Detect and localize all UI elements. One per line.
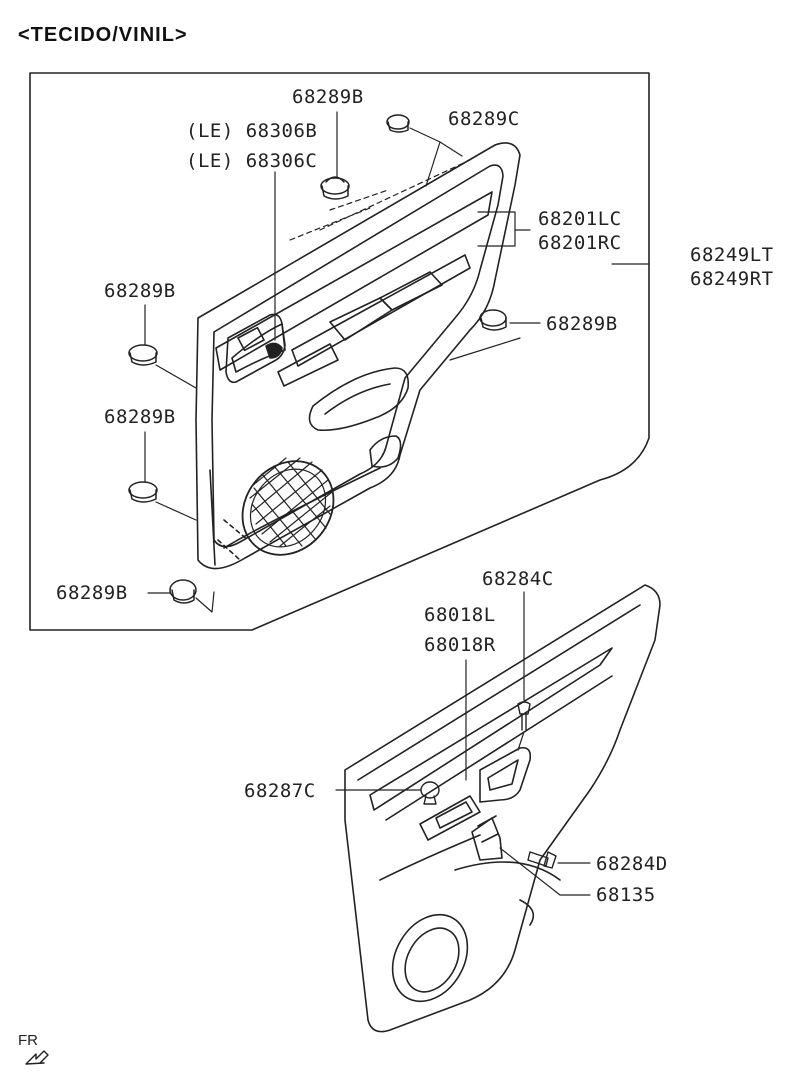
part-label[interactable]: 68289B [104, 280, 176, 302]
part-label[interactable]: (LE) 68306B [186, 120, 318, 142]
front-arrow-icon [25, 1050, 49, 1065]
clip-icon [169, 579, 197, 604]
leader-lines [144, 111, 650, 613]
clip-icon [320, 176, 350, 200]
part-label[interactable]: 68201RC [538, 232, 622, 254]
part-label[interactable]: 68201LC [538, 208, 622, 230]
part-label[interactable]: 68018R [424, 634, 496, 656]
bolt-icon [527, 851, 557, 869]
part-label[interactable]: 68289B [56, 582, 128, 604]
clip-icon [128, 481, 158, 503]
door-trim-panel-upper [195, 142, 521, 570]
part-label[interactable]: 68289C [448, 108, 520, 130]
part-label[interactable]: 68018L [424, 604, 496, 626]
part-label[interactable]: 68289B [292, 86, 364, 108]
speaker-grille [241, 457, 335, 556]
door-trim-panel-lower [344, 584, 661, 1033]
part-label[interactable]: 68289B [104, 406, 176, 428]
screw-icon [517, 701, 531, 731]
front-direction-label: FR [18, 1032, 38, 1049]
part-label[interactable]: (LE) 68306C [186, 150, 318, 172]
page-title: <TECIDO/VINIL> [18, 24, 188, 46]
clip-icon [128, 344, 158, 366]
clip-icon [479, 309, 507, 331]
part-label[interactable]: 68287C [244, 780, 316, 802]
part-label[interactable]: 68289B [546, 313, 618, 335]
leader-lines [335, 591, 591, 896]
clip-icon [420, 781, 440, 805]
part-label[interactable]: 68249RT [690, 268, 774, 290]
part-label[interactable]: 68249LT [690, 244, 774, 266]
clip-icon [386, 114, 410, 133]
part-label[interactable]: 68135 [596, 884, 656, 906]
part-label[interactable]: 68284C [482, 568, 554, 590]
assembly-frame [29, 72, 650, 631]
part-label[interactable]: 68284D [596, 853, 668, 875]
